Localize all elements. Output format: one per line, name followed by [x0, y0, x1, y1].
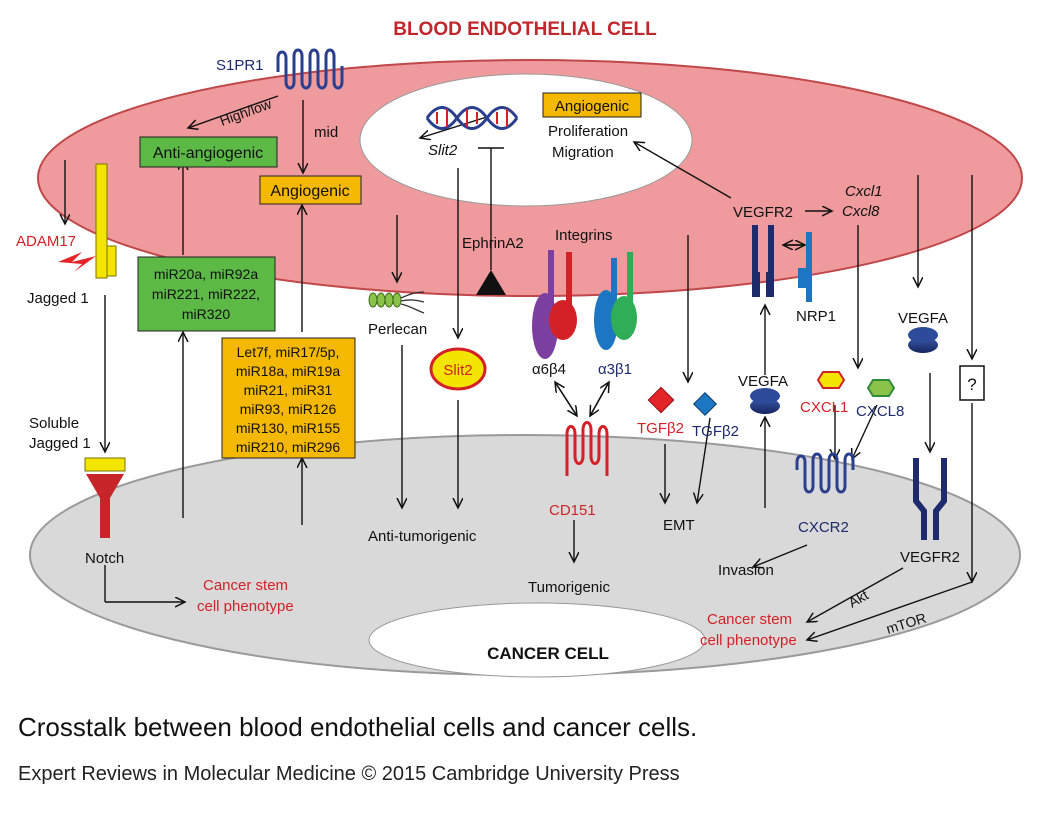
mir-green-line1: miR20a, miR92a	[154, 266, 258, 282]
cxcr2-receptor-icon	[795, 452, 855, 494]
vegfa-right-icon	[908, 327, 938, 353]
endothelial-nucleus	[359, 73, 693, 207]
cxcl1-gene-label: Cxcl1	[845, 183, 883, 200]
invasion-label: Invasion	[718, 562, 774, 579]
adam17-cleavage-icon	[58, 252, 96, 272]
anti-angiogenic-box	[139, 136, 278, 168]
mir-orange-line4: miR93, miR126	[240, 401, 337, 417]
mir-green-line2: miR221, miR222,	[152, 286, 260, 302]
mid-label: mid	[314, 124, 338, 141]
integrin-a3b1-icon	[594, 252, 637, 350]
mir-orange-line2: miR18a, miR19a	[236, 363, 340, 379]
vegfr2-top-label: VEGFR2	[733, 204, 793, 221]
cancer-nucleus	[368, 602, 706, 678]
mir-orange-line3: miR21, miR31	[244, 382, 333, 398]
proliferation-label: Proliferation	[548, 123, 628, 140]
angiogenic-box-left	[259, 175, 362, 205]
slit2-protein-shape	[429, 347, 487, 391]
ephrina2-icon	[476, 270, 506, 295]
cxcl8-label: CXCL8	[856, 403, 904, 420]
tumorigenic-label: Tumorigenic	[528, 579, 610, 596]
integrin-a6b4-icon	[532, 250, 577, 359]
cxcl8-icon	[866, 379, 896, 397]
csc-right-line1: Cancer stem	[707, 611, 792, 628]
arrows	[65, 95, 972, 640]
s1pr1-label: S1PR1	[216, 57, 264, 74]
cd151-receptor-icon	[565, 421, 609, 476]
nrp1-label: NRP1	[796, 308, 836, 325]
slit2-protein-label: Slit2	[443, 362, 472, 379]
mir-green-box	[137, 256, 276, 332]
dna-helix-icon	[425, 106, 519, 130]
emt-label: EMT	[663, 517, 695, 534]
mir-orange-line1: Let7f, miR17/5p,	[237, 344, 340, 360]
csc-left-line1: Cancer stem	[203, 577, 288, 594]
vegfr2-receptor-bottom-icon	[913, 458, 947, 540]
nrp1-receptor-icon	[798, 232, 812, 302]
a6b4-label: α6β4	[532, 361, 566, 378]
perlecan-icon	[368, 291, 425, 314]
integrins-label: Integrins	[555, 227, 613, 244]
angiogenic-left-label: Angiogenic	[270, 183, 349, 200]
question-label: ?	[967, 375, 976, 394]
angiogenic-box-nucleus	[542, 92, 642, 118]
vegfr2-bottom-label: VEGFR2	[900, 549, 960, 566]
tgfb2-red-label: TGFβ2	[637, 420, 684, 437]
soluble-label: Soluble	[29, 415, 79, 432]
migration-label: Migration	[552, 144, 614, 161]
endothelial-title: BLOOD ENDOTHELIAL CELL	[393, 19, 657, 40]
notch-receptor	[86, 474, 124, 538]
jagged1-receptor	[95, 163, 117, 279]
vegfa-mid-icon	[750, 388, 780, 414]
cxcr2-label: CXCR2	[798, 519, 849, 536]
cancer-title: CANCER CELL	[487, 644, 609, 663]
mir-green-line3: miR320	[182, 306, 230, 322]
soluble-jagged1-shape	[84, 457, 126, 472]
s1pr1-receptor-icon	[276, 48, 344, 90]
unknown-factor-box	[959, 365, 985, 401]
anti-tumorigenic-label: Anti-tumorigenic	[368, 528, 477, 545]
slit2-gene-label: Slit2	[428, 142, 458, 159]
soluble-jagged1-label: Jagged 1	[29, 435, 91, 452]
ephrina2-label: EphrinA2	[462, 235, 524, 252]
mir-orange-line6: miR210, miR296	[236, 439, 340, 455]
figure-caption: Crosstalk between blood endothelial cell…	[18, 712, 698, 742]
jagged1-label: Jagged 1	[27, 290, 89, 307]
cd151-label: CD151	[549, 502, 596, 519]
vegfa-right-label: VEGFA	[898, 310, 948, 327]
a3b1-label: α3β1	[598, 361, 632, 378]
perlecan-label: Perlecan	[368, 321, 427, 338]
tgfb2-blue-label: TGFβ2	[692, 423, 739, 440]
tgfb2-blue-icon	[692, 391, 718, 417]
csc-right-line2: cell phenotype	[700, 632, 797, 649]
cxcl1-label: CXCL1	[800, 399, 848, 416]
csc-left-line2: cell phenotype	[197, 598, 294, 615]
notch-label: Notch	[85, 550, 124, 567]
cxcl1-icon	[816, 371, 846, 389]
mir-orange-line5: miR130, miR155	[236, 420, 340, 436]
vegfa-mid-label: VEGFA	[738, 373, 788, 390]
tgfb2-red-icon	[647, 386, 675, 414]
angiogenic-nucleus-label: Angiogenic	[555, 98, 630, 115]
figure-credit: Expert Reviews in Molecular Medicine © 2…	[18, 763, 680, 785]
adam17-label: ADAM17	[16, 233, 76, 250]
vegfr2-receptor-top-icon	[752, 225, 774, 297]
anti-angiogenic-label: Anti-angiogenic	[153, 145, 263, 162]
mir-orange-box	[221, 337, 356, 459]
cxcl8-gene-label: Cxcl8	[842, 203, 880, 220]
